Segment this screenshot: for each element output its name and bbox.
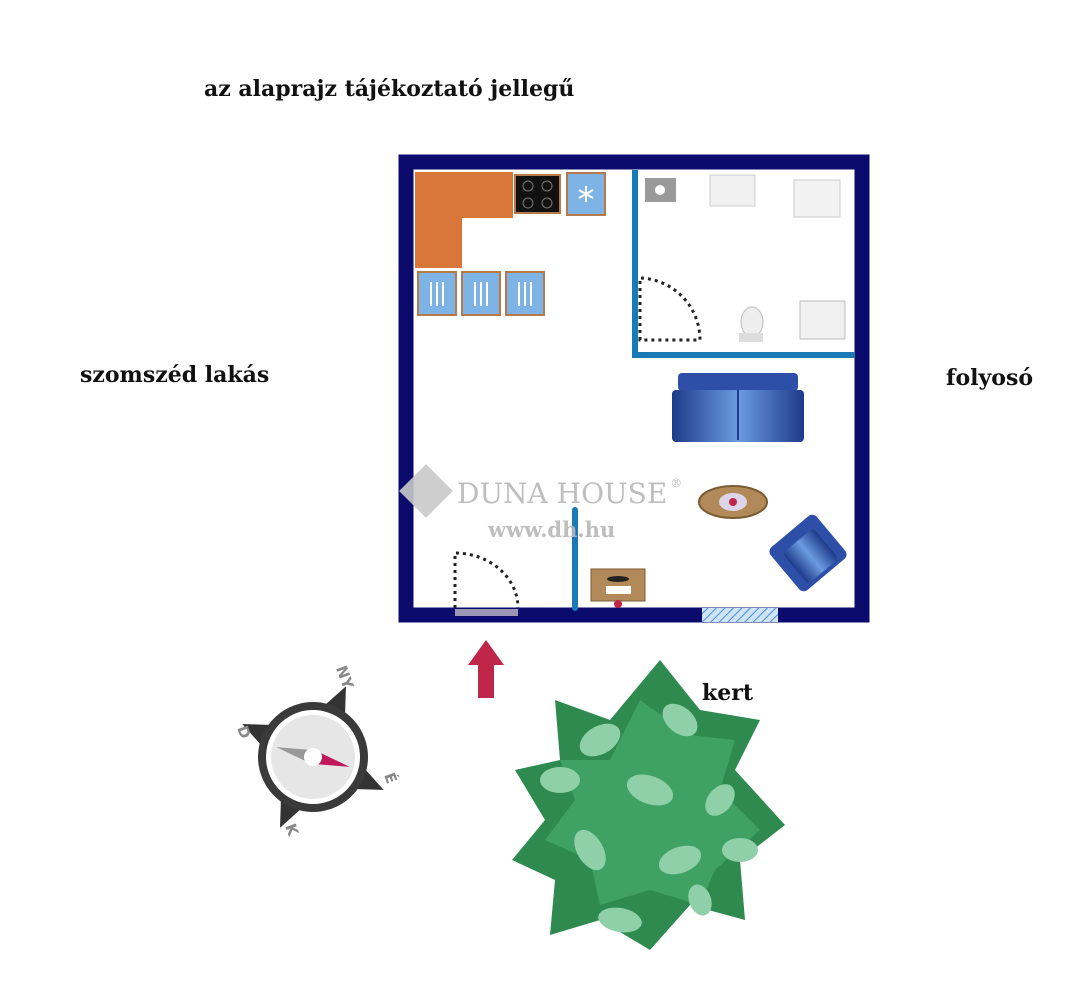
outer-wall (398, 154, 870, 623)
boiler-icon (645, 178, 676, 202)
stove-icon (514, 174, 561, 214)
compass-label-west: D (233, 723, 254, 741)
duna-house-watermark: DUNA HOUSE ® www.dh.hu (399, 464, 682, 542)
entrance-arrow-icon (468, 640, 504, 698)
kitchen-counter (415, 172, 513, 268)
bathtub-icon (793, 179, 841, 218)
bathroom-door-swing (638, 276, 702, 342)
disclaimer-title: az alaprajz tájékoztató jellegű (204, 76, 574, 102)
armchair-icon (769, 514, 847, 592)
garden-plant-icon (512, 660, 785, 950)
cabinet-cutlery-icons (417, 271, 545, 316)
watermark-url: www.dh.hu (487, 517, 615, 542)
watermark-brand: DUNA HOUSE (457, 477, 667, 510)
compass-label-north: NY (332, 663, 357, 692)
label-neighbor-apartment: szomszéd lakás (80, 362, 269, 388)
shower-icon (799, 300, 846, 340)
fridge-icon (566, 172, 606, 216)
label-corridor: folyosó (946, 365, 1033, 391)
compass-label-east: É (380, 770, 401, 786)
duna-house-logo-icon (399, 464, 453, 518)
toilet-icon (739, 306, 764, 342)
compass-label-south: K (281, 821, 302, 839)
desk-icon (590, 568, 646, 608)
coffee-table-icon (698, 485, 768, 519)
label-garden: kert (702, 680, 754, 706)
sofa-icon (672, 373, 804, 442)
bathroom-wall (632, 170, 855, 358)
compass-icon (242, 686, 384, 828)
watermark-registered: ® (670, 476, 682, 490)
entrance-door-swing (453, 551, 520, 609)
sink-icon (709, 174, 756, 207)
window (702, 608, 778, 622)
entrance-door-sill (455, 609, 518, 616)
